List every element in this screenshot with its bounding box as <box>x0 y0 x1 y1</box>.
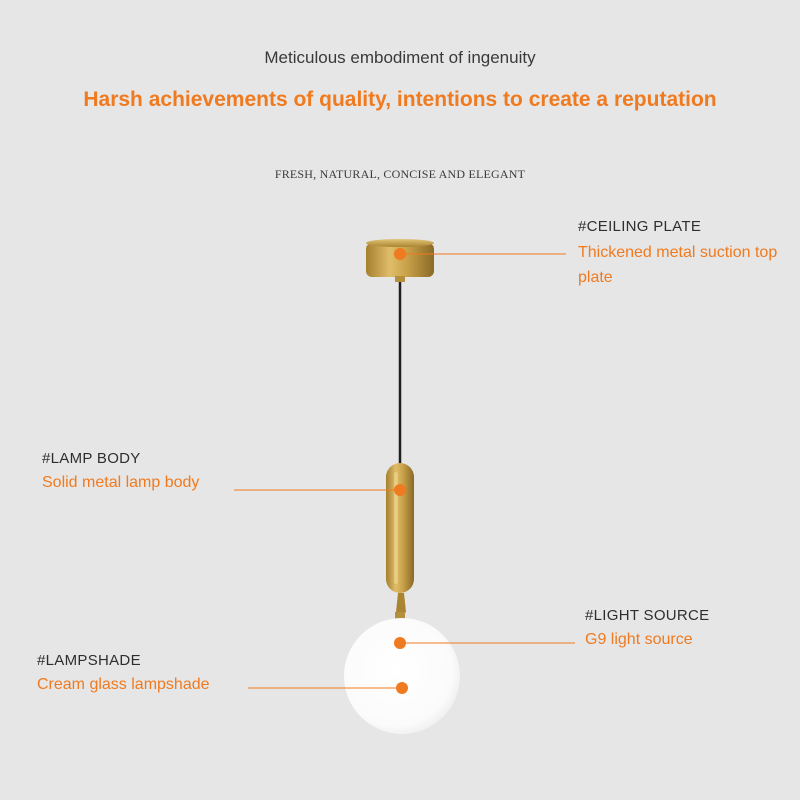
subline: FRESH, NATURAL, CONCISE AND ELEGANT <box>274 167 526 181</box>
feature-light-source: #LIGHT SOURCE G9 light source <box>585 607 785 652</box>
feature-light-source-title: #LIGHT SOURCE <box>585 607 710 624</box>
feature-ceiling-plate-title: #CEILING PLATE <box>578 218 702 235</box>
ceiling-plate <box>366 239 434 282</box>
lamp-body <box>386 463 414 593</box>
glass-lampshade <box>344 618 460 734</box>
feature-lampshade-title: #LAMPSHADE <box>37 652 141 669</box>
feature-lamp-body-description: Solid metal lamp body <box>42 474 200 491</box>
feature-ceiling-plate: #CEILING PLATE Thickened metal suction t… <box>578 218 793 290</box>
headline: Harsh achievements of quality, intention… <box>83 88 717 111</box>
callout-dot-lampshade <box>396 682 408 694</box>
feature-lamp-body-title: #LAMP BODY <box>42 450 141 467</box>
feature-ceiling-plate-description: Thickened metal suction top plate <box>578 244 778 286</box>
callout-dot-light-source <box>394 637 406 649</box>
feature-lampshade: #LAMPSHADE Cream glass lampshade <box>37 652 247 697</box>
callout-dot-ceiling-plate <box>394 248 406 260</box>
callout-dot-lamp-body <box>394 484 406 496</box>
tagline: Meticulous embodiment of ingenuity <box>264 48 536 67</box>
lamp-arm <box>396 593 406 618</box>
feature-lamp-body: #LAMP BODY Solid metal lamp body <box>42 450 242 495</box>
feature-lampshade-description: Cream glass lampshade <box>37 676 210 693</box>
feature-light-source-description: G9 light source <box>585 631 693 648</box>
